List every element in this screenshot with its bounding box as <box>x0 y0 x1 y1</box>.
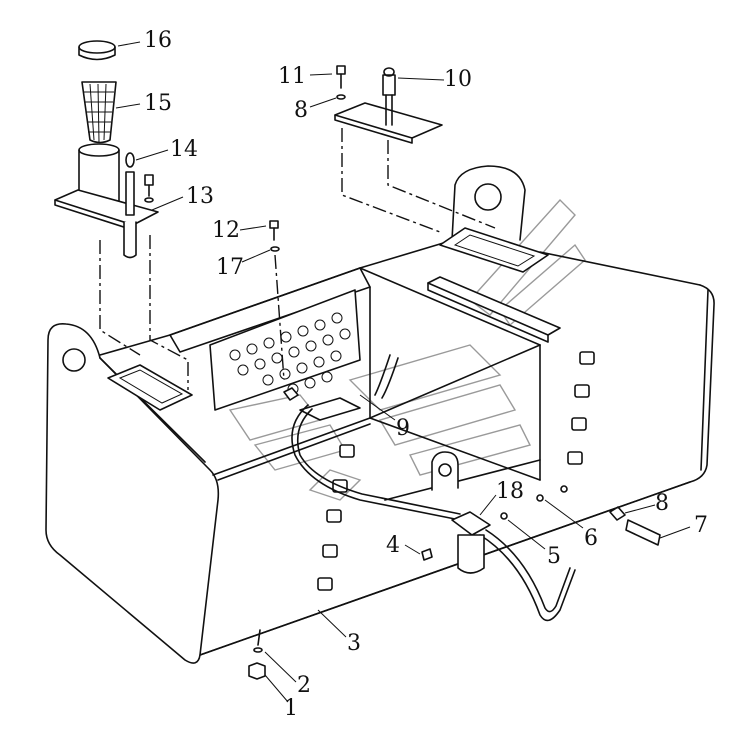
filter-element <box>451 511 491 574</box>
callout-1: 1 <box>284 696 298 721</box>
callout-7: 7 <box>694 513 708 538</box>
callout-15: 15 <box>144 91 172 116</box>
callout-2: 2 <box>297 673 311 698</box>
callout-8-right: 8 <box>655 491 669 516</box>
callout-10: 10 <box>444 67 472 92</box>
leader-lines <box>115 41 691 703</box>
callout-16: 16 <box>144 28 172 53</box>
filler-assembly <box>54 40 189 390</box>
watermark-logo <box>228 198 586 501</box>
callout-4: 4 <box>386 533 400 558</box>
callout-5: 5 <box>547 544 561 569</box>
callout-14: 14 <box>170 137 198 162</box>
callout-12: 12 <box>212 218 240 243</box>
callout-labels: 16 15 14 13 11 8 10 12 17 9 18 4 5 6 8 7… <box>144 28 708 721</box>
callout-6: 6 <box>584 526 598 551</box>
fittings-right <box>421 485 661 561</box>
sender-assembly <box>269 65 496 401</box>
callout-18: 18 <box>496 479 524 504</box>
callout-9: 9 <box>396 416 410 441</box>
callout-8-top: 8 <box>294 98 308 123</box>
callout-13: 13 <box>186 184 214 209</box>
callout-17: 17 <box>216 255 244 280</box>
hose <box>291 354 576 622</box>
tank-body <box>45 165 715 664</box>
callout-3: 3 <box>347 631 361 656</box>
callout-11: 11 <box>278 64 306 89</box>
drain-plug <box>248 629 266 680</box>
front-bolts <box>317 351 595 591</box>
